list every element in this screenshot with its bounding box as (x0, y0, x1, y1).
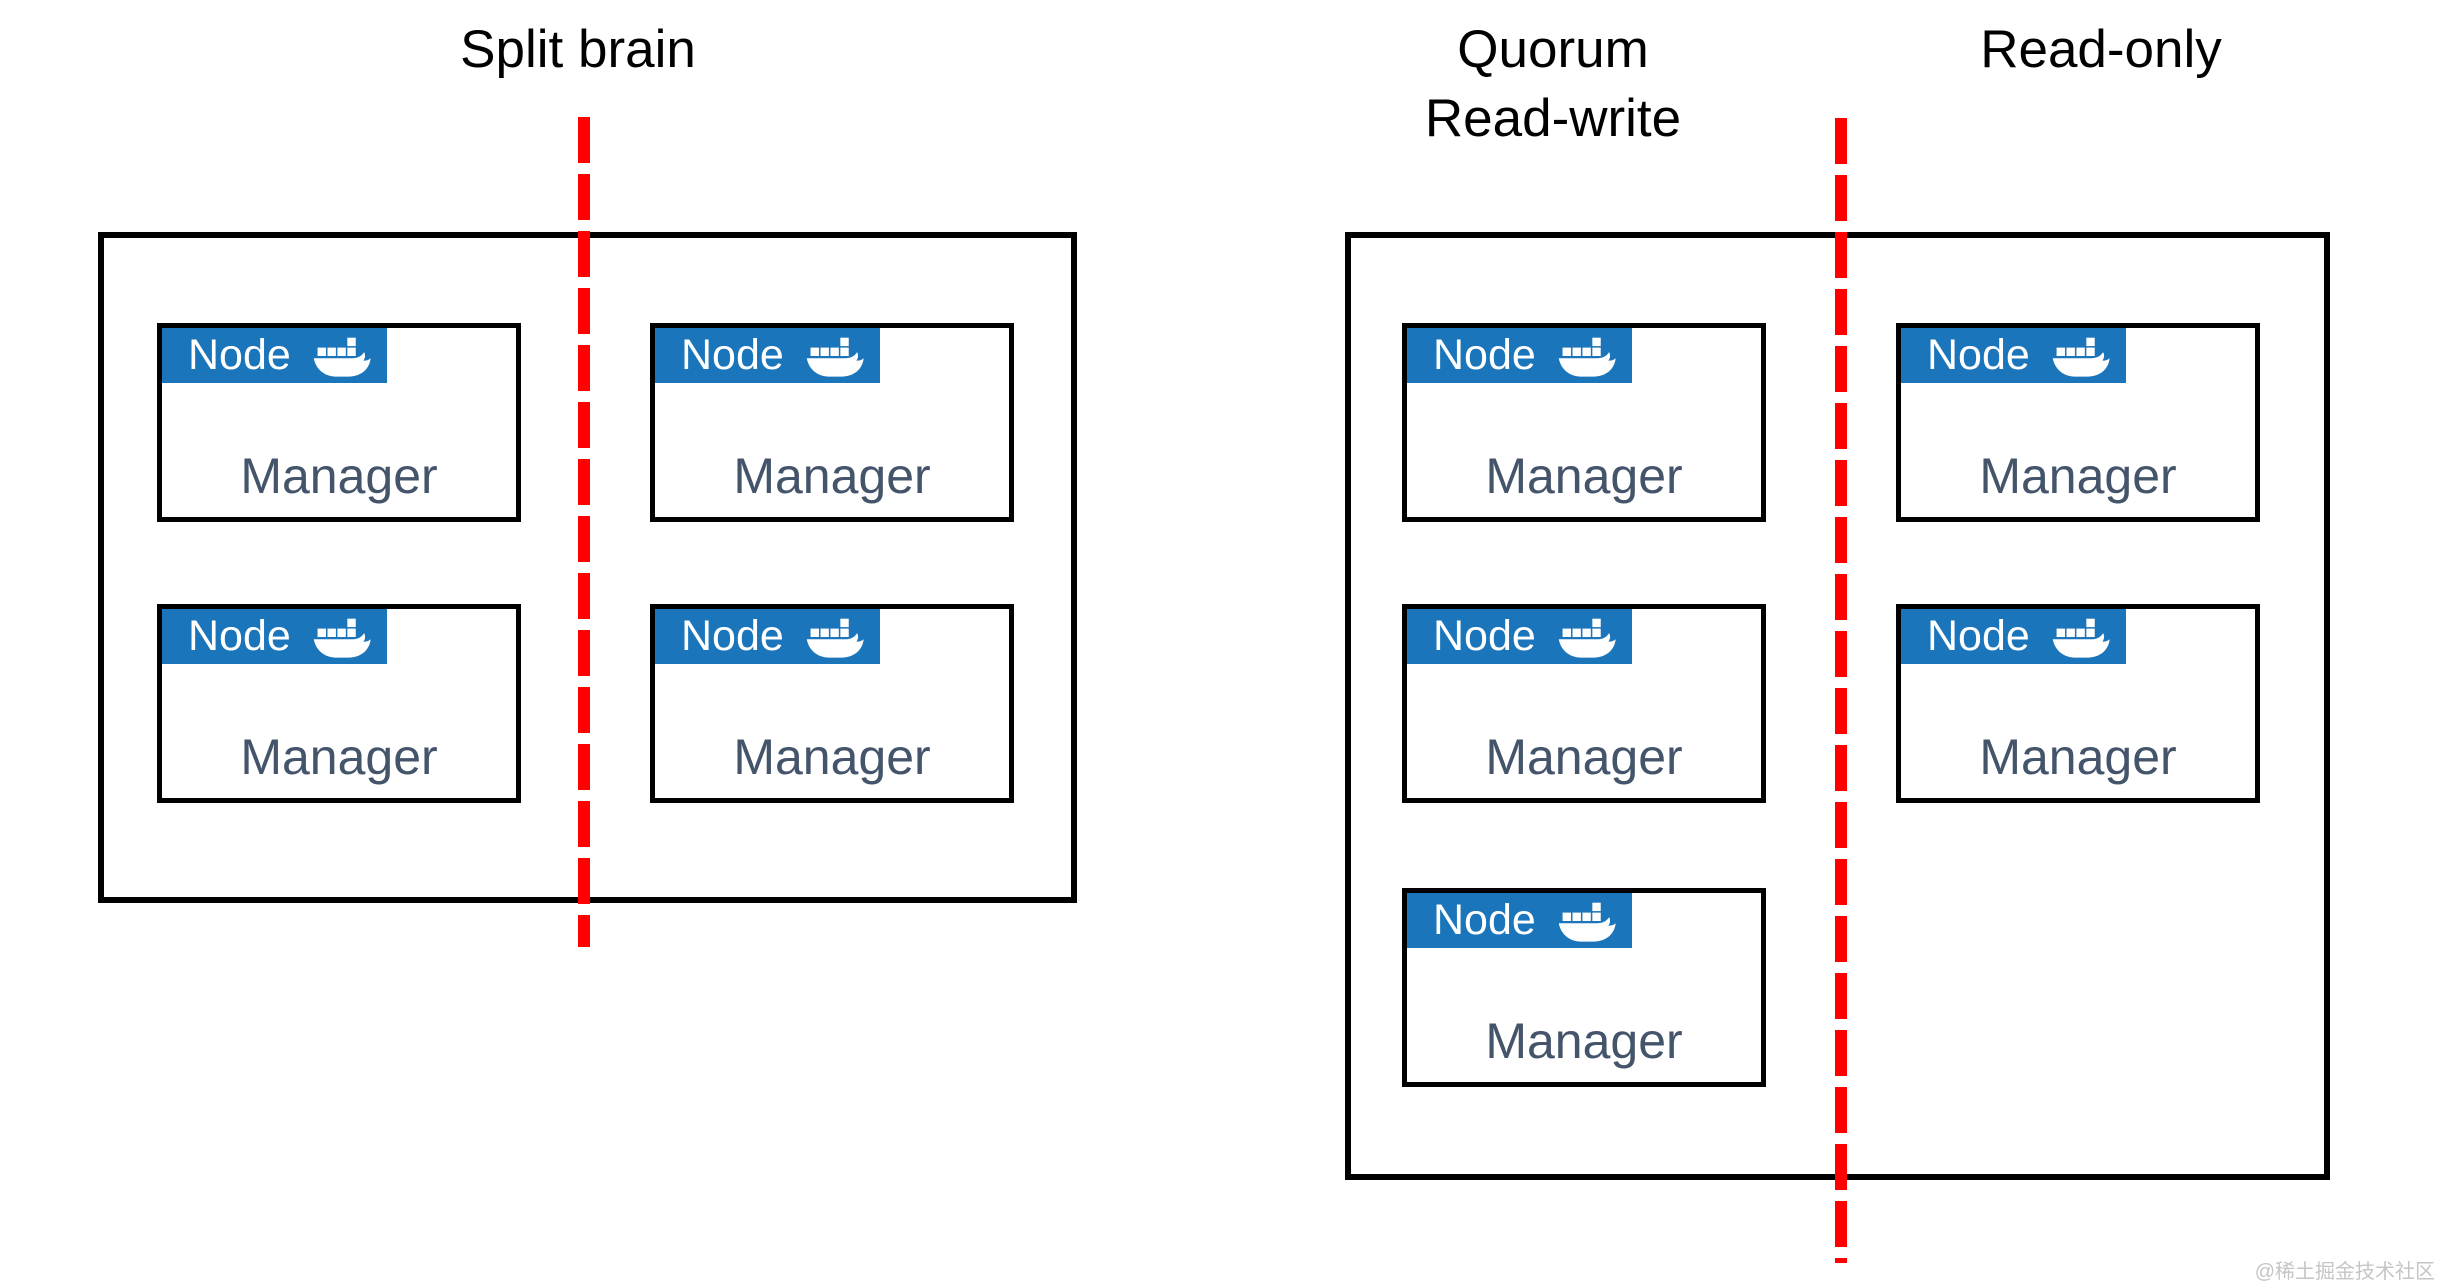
docker-whale-icon (1558, 334, 1616, 378)
split-brain-partition-line (578, 117, 590, 947)
manager-label: Manager (733, 729, 931, 785)
node-box-header: Node (1407, 893, 1632, 948)
node-box: Node Manager (650, 323, 1014, 522)
read-only-title: Read-only (1980, 20, 2222, 79)
node-box-header: Node (655, 609, 880, 664)
node-box: Node Manager (157, 604, 521, 803)
node-label: Node (1433, 612, 1536, 660)
node-box-header: Node (162, 609, 387, 664)
node-box: Node Manager (1896, 604, 2260, 803)
node-box-header: Node (1407, 328, 1632, 383)
docker-whale-icon (313, 615, 371, 659)
node-box-header: Node (1407, 609, 1632, 664)
docker-whale-icon (1558, 899, 1616, 943)
node-label: Node (188, 612, 291, 660)
node-label: Node (1433, 331, 1536, 379)
node-box: Node Manager (1402, 323, 1766, 522)
manager-label: Manager (1979, 729, 2177, 785)
node-box-header: Node (162, 328, 387, 383)
node-label: Node (1433, 896, 1536, 944)
quorum-title: Quorum Read-write (1353, 16, 1753, 154)
manager-label: Manager (733, 448, 931, 504)
docker-whale-icon (1558, 615, 1616, 659)
manager-label: Manager (1485, 1013, 1683, 1069)
node-label: Node (681, 331, 784, 379)
node-box-header: Node (1901, 609, 2126, 664)
node-label: Node (1927, 612, 2030, 660)
node-box-header: Node (655, 328, 880, 383)
docker-whale-icon (2052, 615, 2110, 659)
node-box: Node Manager (1402, 888, 1766, 1087)
node-box: Node Manager (1402, 604, 1766, 803)
node-label: Node (1927, 331, 2030, 379)
quorum-title-line2: Read-write (1424, 88, 1682, 148)
docker-whale-icon (806, 334, 864, 378)
node-box: Node Manager (650, 604, 1014, 803)
manager-label: Manager (1485, 729, 1683, 785)
docker-whale-icon (2052, 334, 2110, 378)
node-box-header: Node (1901, 328, 2126, 383)
docker-whale-icon (806, 615, 864, 659)
manager-label: Manager (240, 729, 438, 785)
manager-label: Manager (1979, 448, 2177, 504)
node-label: Node (188, 331, 291, 379)
quorum-title-line1: Quorum (1457, 20, 1649, 79)
quorum-partition-line (1835, 118, 1847, 1263)
watermark: @稀土掘金技术社区 (2254, 1261, 2435, 1283)
node-box: Node Manager (157, 323, 521, 522)
node-box: Node Manager (1896, 323, 2260, 522)
split-brain-title: Split brain (460, 20, 696, 79)
docker-whale-icon (313, 334, 371, 378)
manager-label: Manager (240, 448, 438, 504)
manager-label: Manager (1485, 448, 1683, 504)
node-label: Node (681, 612, 784, 660)
